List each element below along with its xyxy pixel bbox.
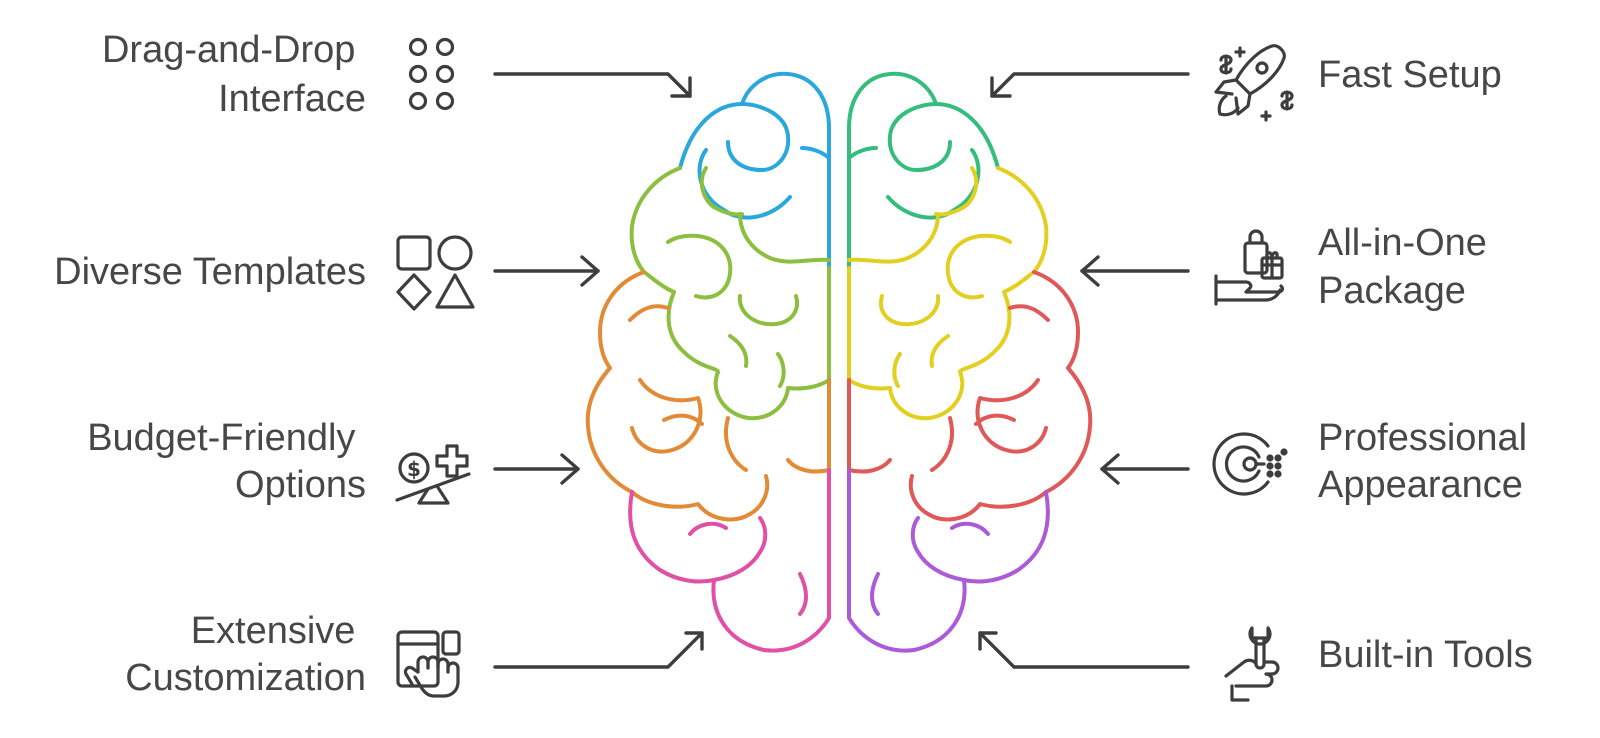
brain-illustration: [585, 71, 1093, 653]
arrow-professional: [1100, 453, 1190, 485]
brand-logo-icon: [1212, 432, 1288, 496]
lobe-left-upper: [629, 166, 831, 421]
arrow-all-in-one: [1080, 255, 1190, 287]
label-customization: Extensive Customization: [125, 610, 366, 699]
lobe-left-bottom: [628, 468, 831, 653]
shapes-icon: [396, 235, 475, 311]
lobe-right-upper: [847, 166, 1049, 421]
arrow-templates: [493, 255, 600, 287]
lobe-right-bottom: [847, 468, 1050, 653]
label-professional: Professional Appearance: [1318, 417, 1538, 506]
arrow-tools: [978, 631, 1190, 669]
rocket-icon: [1214, 44, 1294, 122]
label-drag-drop: Drag-and-Drop Interface: [102, 29, 366, 120]
label-templates: Diverse Templates: [54, 251, 366, 293]
arrow-budget: [493, 453, 580, 485]
lobe-left-middle: [585, 270, 831, 522]
label-all-in-one: All-in-One Package: [1318, 222, 1498, 312]
lobe-right-middle: [847, 270, 1093, 522]
dots-grid-icon: [408, 37, 455, 111]
label-tools: Built-in Tools: [1318, 634, 1533, 676]
label-budget: Budget-Friendly Options: [87, 417, 366, 506]
balance-coin-icon: $: [395, 444, 471, 505]
hand-wrench-icon: [1224, 626, 1280, 702]
arrow-fast-setup: [990, 72, 1190, 98]
devices-hand-icon: [396, 630, 461, 698]
arrow-customization: [493, 631, 704, 669]
hand-package-icon: [1214, 229, 1285, 306]
label-fast-setup: Fast Setup: [1318, 54, 1502, 96]
arrow-drag-drop: [493, 72, 692, 98]
svg-text:$: $: [407, 457, 421, 481]
